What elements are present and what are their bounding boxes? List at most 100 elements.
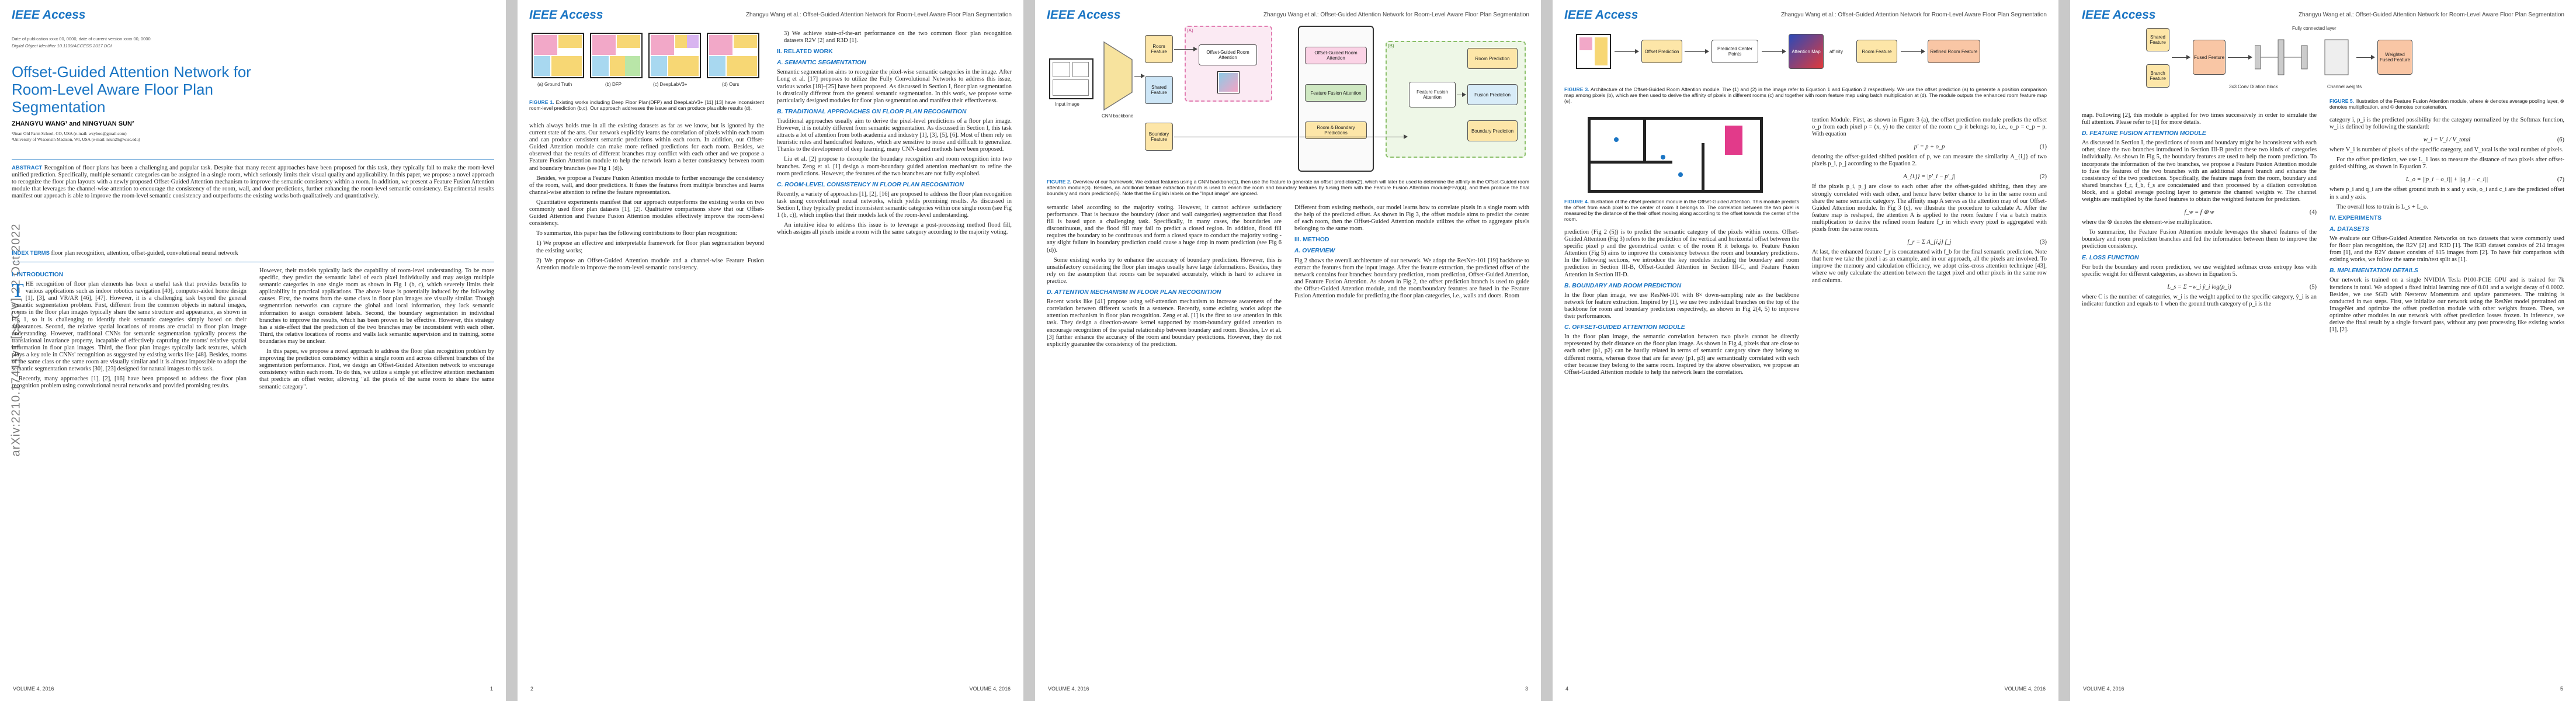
fig3-caption-text: Architecture of the Offset-Guided Room A…: [1564, 86, 2047, 104]
fig5-fc-layer: [2255, 39, 2349, 75]
abstract-label: ABSTRACT: [12, 165, 43, 171]
fusion-prediction-box: Fusion Prediction: [1467, 84, 1518, 105]
journal-logo: IEEE Access: [2082, 8, 2156, 22]
subsection-offset-guided: C. OFFSET-GUIDED ATTENTION MODULE: [1564, 324, 1685, 331]
section-experiments: IV. EXPERIMENTS: [2329, 214, 2382, 221]
contribution-1: 1) We propose an effective and interpret…: [536, 240, 764, 254]
floorplan-ours: [707, 33, 759, 78]
figure-1: (a) Ground Truth (b) DFP (c) DeepLabV3+ …: [529, 30, 764, 98]
page4-col-left: prediction (Fig 2 (5)) is to predict the…: [1564, 229, 1799, 379]
equation-7: L_o = ||p_i − o_i|| + ||q_i − c_i||(7): [2329, 173, 2564, 186]
legend-oga: Offset-Guided Room Attention: [1305, 47, 1367, 64]
fig3-center-points: Predicted Center Points: [1711, 40, 1758, 63]
p2-related-4: Recently, a variety of approaches [1], […: [777, 190, 1012, 219]
subsection-implementation: B. IMPLEMENTATION DETAILS: [2329, 268, 2418, 275]
p2-para-4: To summarize, this paper has the followi…: [536, 230, 737, 237]
eq4-body: f_w = f ⊗ w: [2184, 209, 2214, 216]
running-head: Zhangyu Wang et al.: Offset-Guided Atten…: [2298, 12, 2564, 18]
eq7-body: L_o = ||p_i − o_i|| + ||q_i − c_i||: [2405, 176, 2488, 183]
abstract: ABSTRACT Recognition of floor plans has …: [12, 165, 494, 200]
label-cnn-backbone: CNN backbone: [1102, 113, 1134, 119]
contribution-3: 3) We achieve state-of-the-art performan…: [784, 30, 1012, 44]
fig3-room-feature: Room Feature: [1856, 40, 1897, 63]
fig5-branch-feature: Branch Feature: [2146, 64, 2169, 88]
publication-date: Date of publication xxxx 00, 0000, date …: [12, 36, 152, 41]
p3-para-5: Fig 2 shows the overall architecture of …: [1294, 257, 1529, 300]
page-footer: VOLUME 4, 2016 1: [13, 686, 493, 694]
journal-logo: IEEE Access: [1564, 8, 1638, 22]
fig1-label-dfp: (b) DFP: [605, 82, 622, 87]
fig5-weighted-feature: Weighted Fused Feature: [2377, 40, 2412, 75]
page1-col-right: However, their models typically lack the…: [259, 268, 494, 394]
p2-related-5: An intuitive idea to address this issue …: [777, 222, 1012, 236]
p5-para-10: where p_i and q_i are the offset ground …: [2329, 186, 2564, 200]
page3-col-right: Different from existing methods, our mod…: [1294, 204, 1529, 303]
abstract-text: Recognition of floor plans has been a ch…: [12, 165, 494, 200]
p5-para-7: category i, p_i is the predicted possibi…: [2329, 117, 2564, 131]
legend-ffa: Feature Fusion Attention: [1305, 84, 1367, 102]
floorplan-deeplab: [648, 33, 701, 78]
p5-para-2: As discussed in Section I, the predictio…: [2082, 140, 2317, 203]
journal-logo: IEEE Access: [1047, 8, 1121, 22]
page2-col-left: which always holds true in all the exist…: [529, 123, 764, 275]
figure-5-caption: FIGURE 5. Illustration of the Feature Fu…: [2329, 98, 2564, 110]
doi-line: Digital Object Identifier 10.1109/ACCESS…: [12, 43, 112, 48]
offset-map-thumbnail: [1217, 71, 1240, 93]
authors: ZHANGYU WANG¹ and NINGYUAN SUN²: [12, 120, 134, 127]
p5-para-4: To summarize, the Feature Fusion Attenti…: [2082, 229, 2317, 250]
equation-4: f_w = f ⊗ w(4): [2082, 206, 2317, 219]
label-panel-a: (A): [1187, 28, 1193, 33]
input-floorplan-image: [1049, 58, 1093, 99]
page-5: IEEE Access Zhangyu Wang et al.: Offset-…: [2070, 0, 2576, 701]
figure-2-caption: FIGURE 2. Overview of our framework. We …: [1047, 179, 1529, 196]
page-header: IEEE Access: [0, 6, 506, 26]
fig3-input: [1576, 34, 1611, 69]
label-input-image: Input image: [1055, 102, 1079, 107]
footer-volume: VOLUME 4, 2016: [13, 686, 54, 692]
page5-col-left: map. Following [2], this module is appli…: [2082, 112, 2317, 311]
p4-para-2: In the floor plan image, we use ResNet-1…: [1564, 291, 1799, 320]
fig3-arrow-3: [1762, 49, 1786, 54]
room-prediction-box: Room Prediction: [1467, 48, 1518, 69]
figure-1-panels: [529, 30, 764, 84]
fig2-caption-label: FIGURE 2.: [1047, 179, 1072, 185]
eq2-body: A_{i,j} = |p'_i − p'_j|: [1903, 173, 1956, 181]
p2-related-3: Liu et al. [2] propose to decouple the b…: [777, 156, 1012, 177]
page-1: IEEE Access Date of publication xxxx 00,…: [0, 0, 506, 701]
eq6-number: (6): [2557, 137, 2564, 144]
fig1-caption-text: Existing works including Deep Floor Plan…: [529, 99, 764, 111]
footer-volume: VOLUME 4, 2016: [969, 686, 1011, 692]
subsection-datasets: A. DATASETS: [2329, 225, 2369, 232]
subsection-traditional-approaches: B. TRADITIONAL APPROACHES ON FLOOR PLAN …: [777, 108, 967, 115]
p4-para-6: If the pixels p_i, p_j are close to each…: [1812, 183, 2047, 233]
figure-2: Input image CNN backbone Room Feature Sh…: [1047, 23, 1529, 175]
cnn-backbone-shape: [1103, 41, 1133, 111]
p5-para-8: where V_i is number of pixels of the spe…: [2329, 147, 2564, 154]
footer-volume: VOLUME 4, 2016: [1048, 686, 1089, 692]
affiliation-2: ²University of Wisconsin Madison, WI, US…: [12, 137, 140, 142]
journal-logo: IEEE Access: [12, 8, 86, 22]
fig5-arrow-1: [2172, 55, 2190, 60]
p5-para-13: Our network is trained on a single NVIDI…: [2329, 277, 2564, 334]
ffa-module-box: Feature Fusion Attention: [1409, 82, 1456, 107]
fig1-label-ours: (d) Ours: [722, 82, 740, 87]
fig3-affinity: affinity: [1829, 49, 1843, 54]
fig4-caption-text: Illustration of the offset prediction mo…: [1564, 199, 1799, 222]
page-footer: VOLUME 4, 2016 3: [1048, 686, 1528, 694]
fig3-arrow-1: [1615, 49, 1639, 54]
eq3-number: (3): [2039, 239, 2047, 246]
subsection-loss-function: E. LOSS FUNCTION: [2082, 254, 2139, 261]
fig3-arrow-4: [1901, 49, 1925, 54]
floorplan-ground-truth: [532, 33, 584, 78]
index-terms-text: floor plan recognition, attention, offse…: [51, 250, 238, 256]
eq1-body: p' = p + o_p: [1914, 144, 1945, 151]
page-header: IEEE Access Zhangyu Wang et al.: Offset-…: [1035, 6, 1541, 26]
fig5-caption-label: FIGURE 5.: [2329, 98, 2355, 104]
subsection-feature-fusion: D. FEATURE FUSION ATTENTION MODULE: [2082, 130, 2206, 137]
fig5-arrow-3: [2356, 55, 2375, 60]
page-number: 3: [1525, 686, 1528, 692]
page-number: 5: [2560, 686, 2563, 692]
subsection-attention-mechanism: D. ATTENTION MECHANISM IN FLOOR PLAN REC…: [1047, 289, 1221, 296]
page-footer: VOLUME 4, 2016 2: [530, 686, 1011, 694]
